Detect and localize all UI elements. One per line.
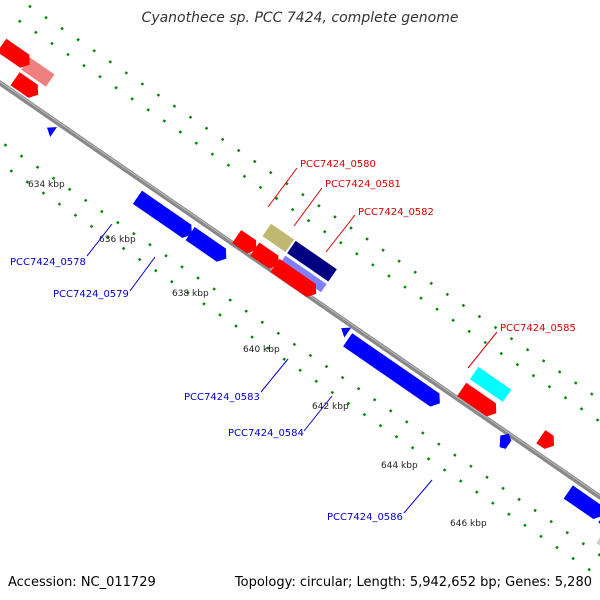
gene-label-0581[interactable]: PCC7424_0581: [325, 179, 401, 190]
leader-0583: [260, 358, 289, 393]
dotted-track-inner-1: [0, 110, 600, 567]
leader-0580: [267, 167, 298, 208]
feature-0581: [262, 223, 295, 253]
accession-text: Accession: NC_011729: [8, 575, 156, 590]
gene-label-0579[interactable]: PCC7424_0579: [53, 289, 129, 300]
leader-0584: [303, 395, 333, 432]
leader-0586: [403, 479, 433, 514]
feature-0582-lavender: [279, 255, 327, 293]
gene-label-0582[interactable]: PCC7424_0582: [358, 207, 434, 218]
gene-label-0580[interactable]: PCC7424_0580: [300, 159, 376, 170]
leader-0581: [293, 187, 323, 227]
cds-forward-3: [536, 430, 555, 449]
dotted-track-inner-2: [0, 124, 600, 582]
feature-0582-navy: [287, 240, 337, 282]
gene-label-0584[interactable]: PCC7424_0584: [228, 428, 304, 439]
genome-backbone: [0, 69, 600, 528]
tick-label: 644 kbp: [381, 461, 418, 471]
feature-0585-cyan: [469, 366, 512, 402]
leader-0578: [86, 223, 113, 257]
cds-reverse-small-2: [499, 433, 512, 449]
dotted-track-outer-2: [28, 4, 600, 462]
feature-pink: [21, 57, 55, 87]
cds-0583: [341, 327, 352, 338]
leader-0582: [325, 214, 356, 253]
cds-0578: [132, 190, 192, 238]
cds-0586: [563, 485, 600, 520]
cds-0579: [185, 227, 227, 262]
gene-label-0578[interactable]: PCC7424_0578: [10, 257, 86, 268]
genome-summary-text: Topology: circular; Length: 5,942,652 bp…: [234, 575, 592, 590]
cds-0580: [232, 229, 257, 254]
feature-grey: [596, 531, 600, 566]
tracks: [0, 4, 600, 582]
cds-0582: [270, 258, 317, 298]
cds-forward-1: [0, 38, 30, 68]
leader-0579: [129, 256, 156, 292]
leader-0585: [467, 331, 498, 369]
gene-label-0585[interactable]: PCC7424_0585: [500, 323, 576, 334]
gene-label-0583[interactable]: PCC7424_0583: [184, 392, 260, 403]
tick-label: 646 kbp: [450, 519, 487, 529]
cds-0581: [250, 242, 279, 269]
tick-label: 636 kbp: [99, 235, 136, 245]
dotted-track-outer-1: [18, 19, 600, 476]
tick-label: 642 kbp: [312, 402, 349, 412]
genome-backbone-highlight: [0, 70, 600, 526]
cds-0584: [343, 333, 440, 407]
gene-label-0586[interactable]: PCC7424_0586: [327, 512, 403, 523]
cds-reverse-small-1: [47, 127, 57, 138]
cds-forward-2: [10, 72, 39, 98]
tick-label: 634 kbp: [28, 180, 65, 190]
map-title: Cyanothece sp. PCC 7424, complete genome: [142, 10, 459, 26]
tick-label: 640 kbp: [243, 345, 280, 355]
cds-0585: [457, 382, 497, 417]
tick-label: 638 kbp: [172, 289, 209, 299]
